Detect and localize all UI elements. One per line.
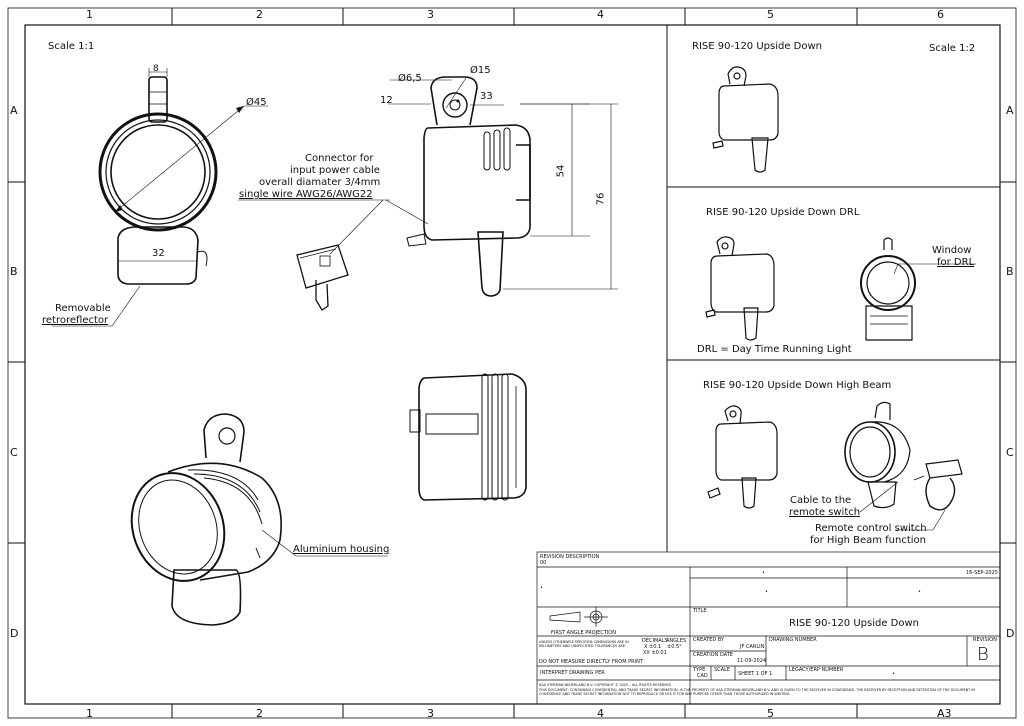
drl-definition: DRL = Day Time Running Light [697,344,852,355]
drawing-title: RISE 90-120 Upside Down [789,618,920,629]
zone-row-c-right: C [1006,446,1014,459]
zone-col-2: 2 [256,8,263,21]
zone-col-1: 1 [86,8,93,21]
title-label: TITLE [693,608,707,614]
revision-marker-3: • [765,589,768,595]
revision-date: 16-SEP-2025 [966,570,998,576]
revision-list: 00 [540,560,547,566]
scale-label: SCALE [714,667,731,673]
dim-diameter-45: Ø45 [246,97,267,108]
created-by-label: CREATED BY [693,637,725,643]
zone-row-b: B [10,265,18,278]
zone-col-1-bottom: 1 [86,707,93,720]
tolerance-note: UNLESS OTHERWISE SPECIFIED: DIMENSIONS A… [539,640,629,649]
zone-row-d-right: D [1006,627,1015,640]
zone-col-6: 6 [937,8,944,21]
copyright-line1: ASA STERMAN NEDERLAND B.V. COPYRIGHT © 2… [539,683,672,687]
connector-note-line2: input power cable [290,165,380,176]
drl-window-note-line2: for DRL [937,257,975,268]
revision-value: B [977,644,989,665]
main-scale-label: Scale 1:1 [48,41,95,52]
connector-note-line4: single wire AWG26/AWG22 [239,189,373,200]
dim-diameter-6-5: Ø6,5 [398,73,422,84]
zone-col-4: 4 [597,8,604,21]
connector-note-line3: overall diamater 3/4mm [259,177,381,188]
legacy-number-label: LEGACY/ERP NUMBER [789,667,844,673]
zone-col-3-bottom: 3 [427,707,434,720]
tolerance-angle: ±0.5° [667,644,682,650]
panel1-title: RISE 90-120 Upside Down [692,41,823,52]
interpret-drawing-label: INTERPRET DRAWING PER [540,670,605,676]
revision-marker: • [540,585,543,591]
panel2-title: RISE 90-120 Upside Down DRL [706,207,860,218]
zone-col-2-bottom: 2 [256,707,263,720]
cable-note-line2: remote switch [789,507,861,518]
zone-row-a: A [10,104,18,117]
drl-window-note-line1: Window [932,245,972,256]
created-by-value: JF CARLIN [740,644,765,650]
retro-note-line1: Removable [55,303,111,314]
zone-row-d: D [10,627,19,640]
tolerance-2-decimal: XX ±0.01 [643,650,667,656]
dim-54: 54 [555,164,567,178]
sheet-label: SHEET 1 OF 1 [738,671,773,677]
dim-76: 76 [595,192,607,206]
tolerance-1-decimal: X ±0.1 [644,644,662,650]
creation-date-label: CREATION DATE [693,652,733,658]
revision-marker-2: • [762,570,765,576]
dim-12: 12 [380,95,393,106]
drawing-number-label: DRAWING NUMBER [769,637,817,643]
dim-8: 8 [153,64,159,74]
cable-note-line1: Cable to the [790,495,852,506]
sheet-size-label: A3 [937,707,952,720]
zone-row-a-right: A [1006,104,1014,117]
projection-label: FIRST ANGLE PROJECTION [551,630,616,636]
zone-col-4-bottom: 4 [597,707,604,720]
tolerance-decimals-header: DECIMALS [642,638,668,644]
tolerance-angles-header: ANGLES [666,638,687,644]
creation-date-value: 11-09-2024 [737,658,767,664]
panel3-title: RISE 90-120 Upside Down High Beam [703,380,892,391]
type-value: CAD [697,673,708,679]
revision-description-label: REVISION DESCRIPTION [540,554,600,560]
remote-note-line1: Remote control switch [815,523,927,534]
connector-note-line1: Connector for [305,153,374,164]
zone-col-5: 5 [767,8,774,21]
no-scale-note: DO NOT MEASURE DIRECTLY FROM PRINT [539,659,643,665]
dim-diameter-15: Ø15 [470,65,491,76]
type-label: TYPE [693,667,706,673]
panel1-scale: Scale 1:2 [929,43,976,54]
housing-note: Aluminium housing [293,544,390,555]
zone-col-3: 3 [427,8,434,21]
revision-label: REVISION [973,637,997,643]
dim-32: 32 [152,248,165,259]
zone-row-b-right: B [1006,265,1014,278]
dim-33: 33 [480,91,493,102]
zone-row-c: C [10,446,18,459]
zone-col-5-bottom: 5 [767,707,774,720]
retro-note-line2: retroreflector [42,315,109,326]
remote-note-line2: for High Beam function [810,535,927,546]
copyright-line2: THIS DOCUMENT, CONTAINING CONFIDENTIAL A… [539,688,975,697]
legacy-number-marker: • [892,671,895,677]
revision-marker-4: • [918,589,921,595]
